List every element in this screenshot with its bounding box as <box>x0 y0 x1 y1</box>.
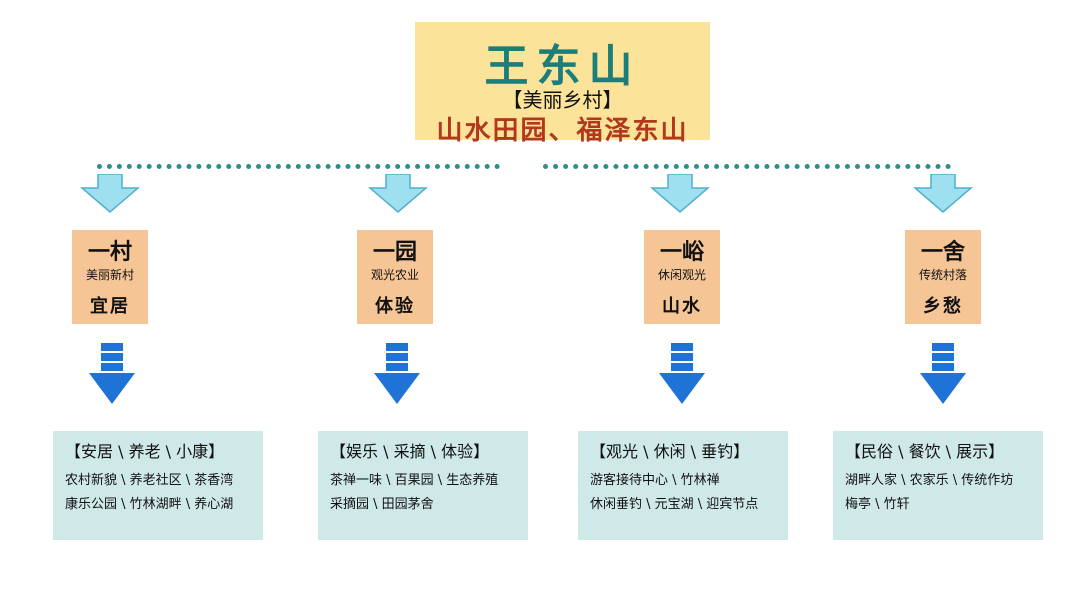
arrow-down-icon <box>368 174 428 213</box>
info-heading: 【安居 \ 养老 \ 小康】 <box>65 442 225 461</box>
node-subtitle: 休闲观光 <box>657 268 706 282</box>
arrow-down-icon <box>913 174 973 213</box>
info-line: 湖畔人家 \ 农家乐 \ 传统作坊 <box>845 473 1014 488</box>
diagram-title: 王东山 <box>484 41 641 92</box>
info-heading: 【观光 \ 休闲 \ 垂钓】 <box>590 442 750 461</box>
node-yishe: 一舍 传统村落 乡愁 <box>905 230 981 324</box>
info-box-yishe: 【民俗 \ 餐饮 \ 展示】 湖畔人家 \ 农家乐 \ 传统作坊 梅亭 \ 竹轩 <box>833 431 1043 540</box>
stacked-arrow-down-icon <box>89 343 135 404</box>
arrow-down-icon <box>650 174 710 213</box>
node-title: 一村 <box>87 240 132 265</box>
info-line: 茶禅一味 \ 百果园 \ 生态养殖 <box>330 473 499 488</box>
node-keyword: 体验 <box>375 296 415 317</box>
info-line: 游客接待中心 \ 竹林禅 <box>590 473 720 488</box>
info-line: 采摘园 \ 田园茅舍 <box>330 497 434 512</box>
info-heading: 【民俗 \ 餐饮 \ 展示】 <box>845 442 1005 461</box>
node-subtitle: 美丽新村 <box>85 268 134 282</box>
info-heading: 【娱乐 \ 采摘 \ 体验】 <box>330 442 490 461</box>
node-subtitle: 传统村落 <box>918 268 967 282</box>
info-box-yiyuan: 【娱乐 \ 采摘 \ 体验】 茶禅一味 \ 百果园 \ 生态养殖 采摘园 \ 田… <box>318 431 528 540</box>
title-box: 王东山 【美丽乡村】 山水田园、福泽东山 <box>415 22 710 146</box>
diagram-subtitle: 【美丽乡村】 <box>502 88 623 112</box>
node-yicun: 一村 美丽新村 宜居 <box>72 230 148 324</box>
node-title: 一舍 <box>920 240 965 265</box>
info-box-yiyu: 【观光 \ 休闲 \ 垂钓】 游客接待中心 \ 竹林禅 休闲垂钓 \ 元宝湖 \… <box>578 431 788 540</box>
arrow-down-icon <box>80 174 140 213</box>
stacked-arrow-down-icon <box>659 343 705 404</box>
node-yiyuan: 一园 观光农业 体验 <box>357 230 433 324</box>
diagram-slogan: 山水田园、福泽东山 <box>436 116 689 146</box>
node-keyword: 山水 <box>662 296 702 317</box>
stacked-arrow-down-icon <box>920 343 966 404</box>
node-yiyu: 一峪 休闲观光 山水 <box>644 230 720 324</box>
node-keyword: 宜居 <box>90 296 130 317</box>
info-line: 康乐公园 \ 竹林湖畔 \ 养心湖 <box>65 497 234 512</box>
stacked-arrow-down-icon <box>374 343 420 404</box>
connector-line-right <box>543 164 951 169</box>
connector-line-left <box>97 164 500 169</box>
node-subtitle: 观光农业 <box>370 268 419 282</box>
info-line: 休闲垂钓 \ 元宝湖 \ 迎宾节点 <box>590 497 759 512</box>
info-box-yicun: 【安居 \ 养老 \ 小康】 农村新貌 \ 养老社区 \ 茶香湾 康乐公园 \ … <box>53 431 263 540</box>
node-keyword: 乡愁 <box>923 296 963 317</box>
node-title: 一园 <box>372 240 417 265</box>
info-line: 梅亭 \ 竹轩 <box>845 497 910 512</box>
node-title: 一峪 <box>659 240 704 265</box>
info-line: 农村新貌 \ 养老社区 \ 茶香湾 <box>65 473 234 488</box>
